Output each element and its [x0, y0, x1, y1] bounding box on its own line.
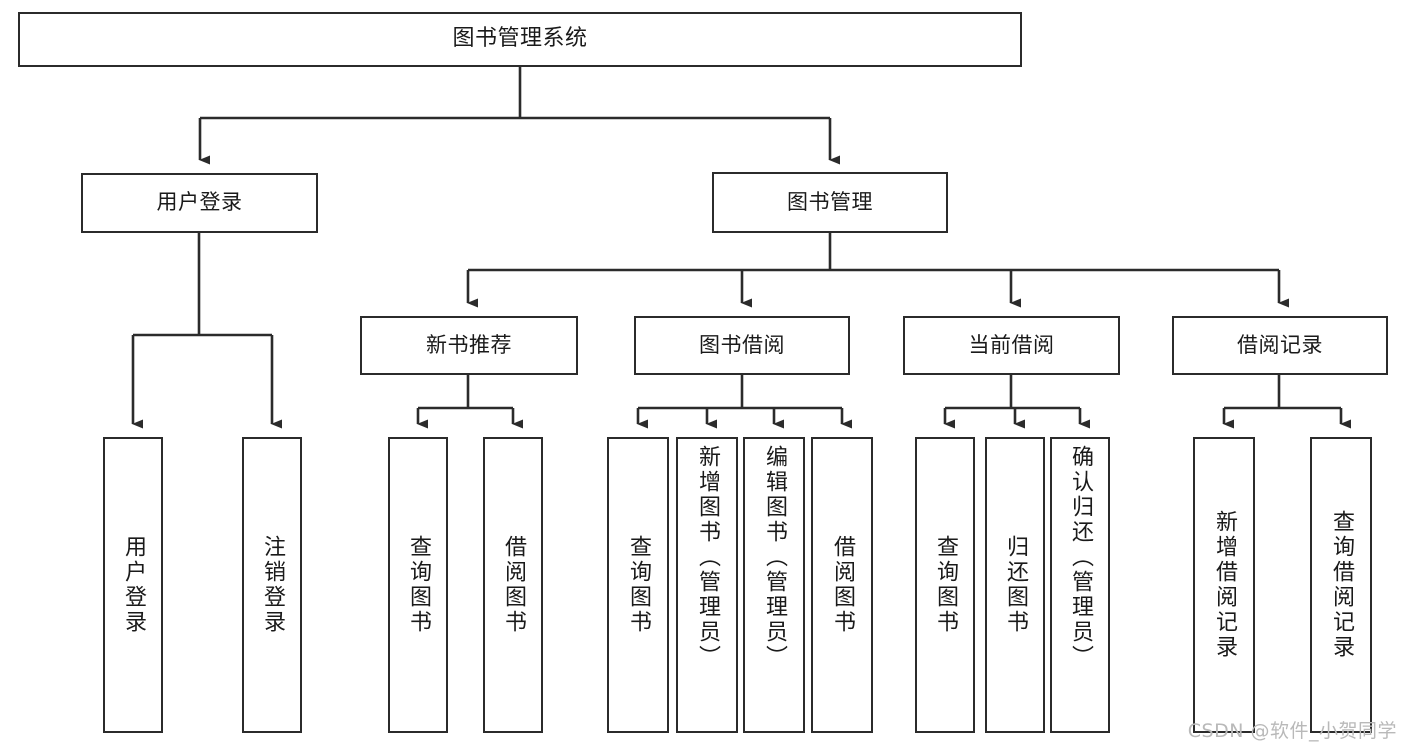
node-label: 当前借阅 — [968, 332, 1055, 357]
node-new-book-recommend[interactable]: 新书推荐 — [360, 316, 578, 375]
leaf-edit-book-admin[interactable]: 编辑图书（管理员） — [743, 437, 805, 733]
leaf-user-login[interactable]: 用户登录 — [103, 437, 163, 733]
node-root-system[interactable]: 图书管理系统 — [18, 12, 1022, 67]
node-label: 查询图书 — [626, 535, 651, 635]
node-label: 确认归还（管理员） — [1068, 445, 1093, 670]
node-label: 借阅图书 — [830, 535, 855, 635]
node-current-borrow[interactable]: 当前借阅 — [903, 316, 1120, 375]
node-label: 查询借阅记录 — [1329, 510, 1354, 660]
leaf-query-book-bb[interactable]: 查询图书 — [607, 437, 669, 733]
leaf-confirm-return-admin[interactable]: 确认归还（管理员） — [1050, 437, 1110, 733]
node-label: 编辑图书（管理员） — [762, 445, 787, 670]
leaf-query-borrow-record[interactable]: 查询借阅记录 — [1310, 437, 1372, 733]
node-label: 查询图书 — [933, 535, 958, 635]
leaf-query-book-nbr[interactable]: 查询图书 — [388, 437, 448, 733]
node-book-borrow[interactable]: 图书借阅 — [634, 316, 850, 375]
node-label: 图书管理系统 — [452, 26, 588, 52]
leaf-add-borrow-record[interactable]: 新增借阅记录 — [1193, 437, 1255, 733]
leaf-borrow-book-bb[interactable]: 借阅图书 — [811, 437, 873, 733]
node-label: 用户登录 — [121, 535, 146, 635]
leaf-query-book-cb[interactable]: 查询图书 — [915, 437, 975, 733]
node-label: 新增借阅记录 — [1212, 510, 1237, 660]
node-label: 新书推荐 — [426, 332, 512, 357]
leaf-add-book-admin[interactable]: 新增图书（管理员） — [676, 437, 738, 733]
node-label: 借阅图书 — [501, 535, 526, 635]
node-label: 图书管理 — [787, 189, 873, 214]
node-label: 查询图书 — [406, 535, 431, 635]
node-label: 用户登录 — [156, 190, 243, 215]
node-user-login[interactable]: 用户登录 — [81, 173, 318, 233]
watermark: CSDN @软件_小贺同学 — [1187, 720, 1397, 742]
leaf-borrow-book-nbr[interactable]: 借阅图书 — [483, 437, 543, 733]
leaf-logout[interactable]: 注销登录 — [242, 437, 302, 733]
node-label: 借阅记录 — [1237, 332, 1323, 357]
leaf-return-book[interactable]: 归还图书 — [985, 437, 1045, 733]
node-borrow-record[interactable]: 借阅记录 — [1172, 316, 1388, 375]
node-label: 图书借阅 — [699, 332, 785, 357]
node-label: 新增图书（管理员） — [695, 445, 720, 670]
node-book-management[interactable]: 图书管理 — [712, 172, 948, 233]
node-label: 归还图书 — [1003, 535, 1028, 635]
node-label: 注销登录 — [260, 535, 285, 635]
